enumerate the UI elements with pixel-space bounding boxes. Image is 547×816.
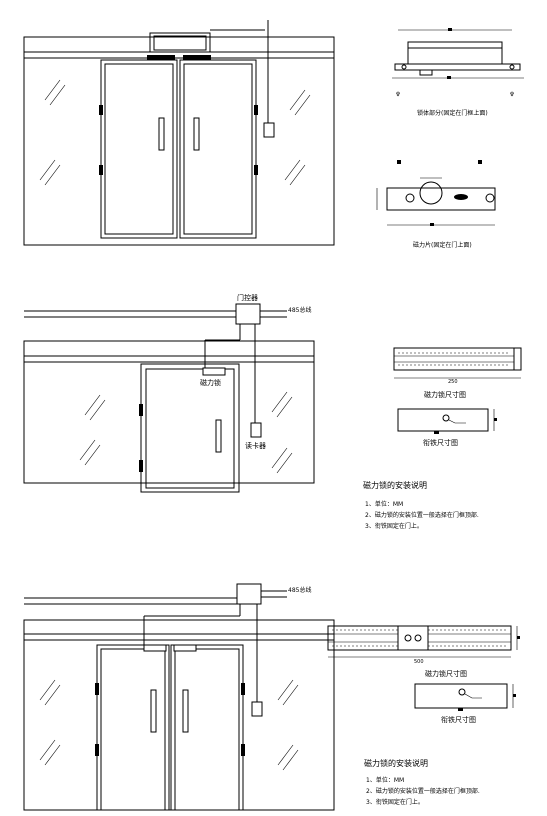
door-left: [100, 59, 178, 239]
door: [140, 363, 240, 493]
armature-drawing: ᱫ ᱫ 锁体部分(固定在门框上面): [392, 28, 524, 117]
card-reader: [263, 122, 275, 138]
door-frame: [23, 36, 335, 246]
card-reader: [250, 422, 262, 438]
controller-label: 门控器: [237, 293, 258, 302]
lock-dim-2: 500: [414, 659, 424, 665]
single-door-middle: 门控器 485总线 磁力锁 读卡器: [23, 293, 315, 493]
door-right: [179, 59, 257, 239]
door-controller: [235, 303, 261, 325]
door-frame: [23, 340, 315, 484]
plate-drawing: 磁力片(固定在门上面): [376, 160, 496, 249]
mag-lock: [202, 367, 226, 376]
install-notes-2: 磁力锁的安装说明 1、单位：MM 2、磁力锁的安装位置一般选择在门框顶部. 3、…: [364, 758, 480, 806]
note-item: 3、衔铁固定在门上。: [366, 798, 424, 806]
card-reader: [251, 701, 263, 717]
install-notes-1: 磁力锁的安装说明 1、单位：MM 2、磁力锁的安装位置一般选择在门框顶部. 3、…: [363, 480, 479, 530]
door-right: [170, 644, 244, 811]
note-item: 1、单位：MM: [366, 776, 404, 784]
mag-lock-housing: [149, 32, 211, 53]
plate-drawing-3: 衔铁尺寸图: [414, 683, 516, 724]
door-left: [96, 644, 170, 811]
mag-lock: [143, 644, 167, 652]
mag-lock-label: 磁力锁: [200, 378, 221, 387]
lock-caption: 磁力锁尺寸图: [424, 390, 466, 399]
door-handle: [150, 689, 157, 733]
note-item: 2、磁力锁的安装位置一般选择在门框顶部.: [366, 787, 480, 795]
plate-caption-3: 衔铁尺寸图: [441, 715, 476, 724]
plate-caption-2: 衔铁尺寸图: [423, 438, 458, 447]
bus-label-2: 485总线: [288, 586, 311, 594]
svg-text:ᱫ: ᱫ: [510, 91, 514, 98]
notes-title: 磁力锁的安装说明: [363, 480, 427, 490]
door-handle: [182, 689, 189, 733]
door-handle: [215, 419, 222, 453]
double-door-bottom: 485总线: [23, 583, 335, 811]
note-item: 3、衔铁固定在门上。: [365, 522, 423, 530]
plate-drawing-2: 衔铁尺寸图: [397, 408, 497, 447]
door-handle: [193, 117, 200, 151]
notes-title: 磁力锁的安装说明: [364, 758, 428, 768]
plate-caption: 磁力片(固定在门上面): [413, 241, 472, 249]
lock-drawing-500: 500 磁力锁尺寸图: [327, 625, 520, 678]
bus-label: 485总线: [288, 306, 311, 314]
svg-text:ᱫ: ᱫ: [396, 91, 400, 98]
lock-drawing-250: 250 磁力锁尺寸图: [393, 347, 522, 399]
lock-caption-2: 磁力锁尺寸图: [425, 669, 467, 678]
double-door-top: [23, 20, 335, 246]
mag-lock: [173, 644, 197, 652]
door-controller: [236, 583, 262, 605]
armature-caption: 锁体部分(固定在门框上面): [417, 109, 488, 117]
card-reader-label: 读卡器: [245, 441, 266, 450]
note-item: 1、单位：MM: [365, 500, 403, 508]
door-handle: [158, 117, 165, 151]
note-item: 2、磁力锁的安装位置一般选择在门框顶部.: [365, 511, 479, 519]
lock-dim: 250: [448, 379, 458, 385]
